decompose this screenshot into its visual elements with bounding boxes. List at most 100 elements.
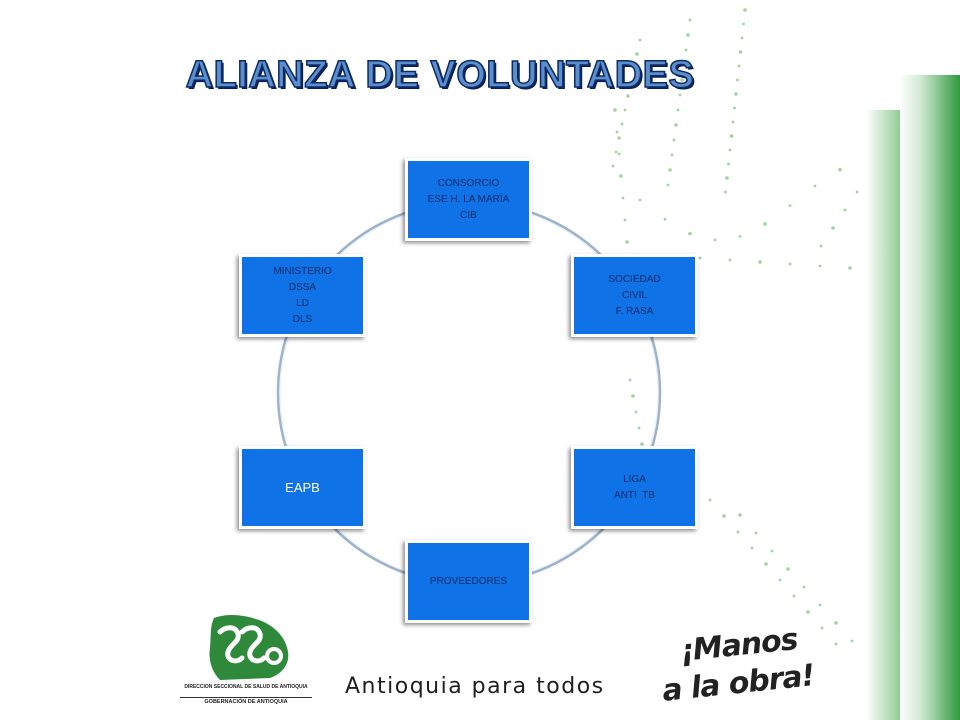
decor-dot [750,546,754,550]
decor-dot [813,184,817,188]
decor-dot [676,108,680,112]
node-label-line: DLS [292,313,313,325]
decor-dot [617,152,621,156]
decor-dot [736,78,739,82]
decor-dot [666,183,670,187]
decor-dot [733,106,736,110]
node-eapb: EAPB [239,446,366,529]
node-label-line: CIB [460,209,477,221]
decor-dot [621,196,625,200]
decor-dot [615,130,619,134]
decor-dot [763,222,767,226]
decor-dot [623,218,627,222]
decor-dot [838,167,842,172]
node-label-line: ANTI TB [614,489,655,501]
decor-dot [850,639,854,643]
decor-dot [663,217,667,221]
node-label-line: EAPB [285,479,320,495]
decor-dot [688,18,692,22]
decor-dot [674,123,678,127]
decor-dot [831,226,835,230]
decor-dot [725,176,729,180]
node-label-line: SOCIEDAD [608,273,661,285]
node-liga-anti-tb: LIGA ANTI TB [571,446,698,529]
decor-dot [806,610,810,614]
decor-dot [684,48,688,52]
decor-dot [792,594,796,598]
dssa-caption: DIRECCION SECCIONAL DE SALUD DE ANTIOQUI… [184,684,308,690]
decor-dot [778,578,782,582]
decor-dot [613,108,617,112]
decor-dot [738,513,742,517]
decor-dot [682,63,686,67]
decor-dot [611,164,615,168]
decor-dot [743,8,747,12]
decor-dot [764,562,768,566]
decor-dot [802,585,806,589]
node-label-line: PROVEEDORES [429,575,508,587]
gobernacion-caption: GOBERNACIÓN DE ANTIOQUIA [180,697,312,705]
decor-dot [634,410,638,414]
decor-dot [788,262,792,266]
decor-dot [843,208,847,212]
decor-dot [619,174,623,178]
decor-dot [635,52,639,56]
node-ministerio: MINISTERIO DSSA LD DLS [239,254,366,337]
decor-dot [819,244,823,248]
decor-dot [740,36,744,40]
decor-dot [629,80,633,84]
decor-dot [614,150,618,154]
green-stripe [900,75,960,720]
node-label-line: ESE H. LA MARÍA [427,193,510,205]
decor-dot [713,238,717,242]
decor-dot [631,394,635,398]
decor-dot [668,168,672,172]
decor-dot [638,38,642,42]
decor-dot [724,190,727,194]
decor-dot [708,498,712,502]
decor-dot [834,621,838,625]
decor-dot [848,266,852,270]
decor-dot [637,426,641,430]
decor-dot [742,22,745,26]
decor-dot [770,549,774,553]
node-proveedores: PROVEEDORES [405,540,532,623]
node-sociedad-civil: SOCIEDAD CIVIL F. RASA [571,254,698,337]
node-label-line: CIVIL [621,289,647,301]
decor-dot [818,264,822,268]
dssa-logo [209,615,289,680]
decor-dot [617,136,621,140]
decor-dot [688,231,692,236]
decor-dot [736,530,740,534]
node-label-line: MINISTERIO [273,265,332,277]
decor-dot [788,204,792,208]
node-label-line: F. RASA [615,305,654,317]
slogan: Antioquia para todos [345,674,605,699]
decor-dot [738,50,743,54]
decor-dot [623,108,627,112]
decor-dot [738,234,742,238]
decor-dot [686,33,690,37]
decor-dot [818,603,822,607]
decor-dot [728,258,732,262]
decor-dot [758,260,762,264]
node-label-line: LD [296,297,309,309]
decor-dot [727,162,730,166]
node-label-line: DSSA [288,281,317,293]
decor-dot [834,642,838,646]
decor-dot [640,442,644,446]
decor-dot [737,64,741,68]
decor-dot [672,138,676,142]
decor-dot [680,78,684,82]
decor-dot [855,190,859,194]
slide-title: ALIANZA DE VOLUNTADES [185,53,695,97]
decor-dot [628,378,632,382]
decor-dot [678,93,682,97]
node-label-line: LIGA [623,473,646,485]
decor-dot [731,120,735,124]
decor-dot [754,531,758,535]
decor-dot [698,256,702,260]
